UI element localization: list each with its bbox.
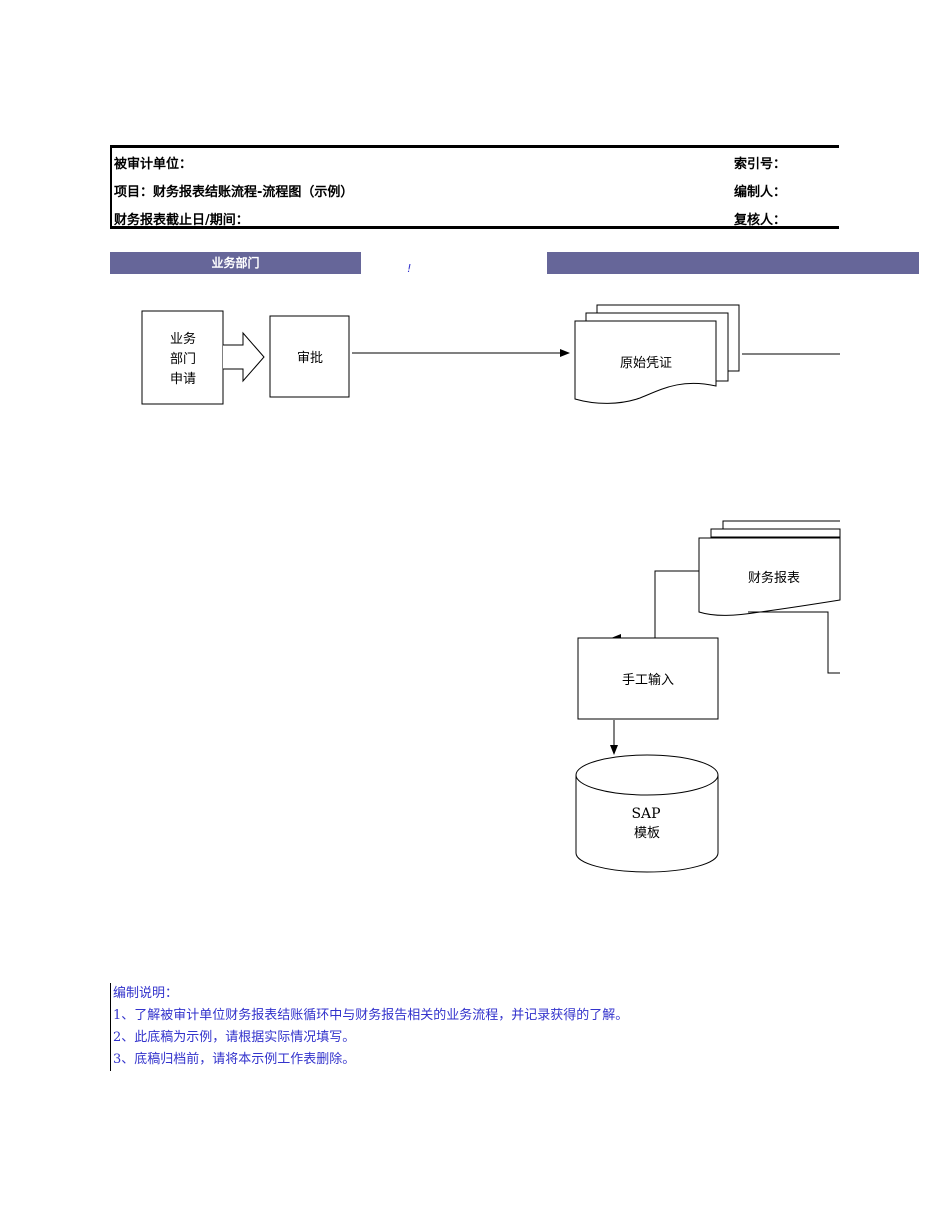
lane-finance-dept <box>547 252 919 274</box>
manual-input-label: 手工输入 <box>622 672 674 688</box>
sap-label-line2: 模板 <box>634 826 660 841</box>
flow-report-to-input <box>654 570 699 638</box>
lane-marker: ! <box>407 262 412 275</box>
period-label: 财务报表截止日/期间： <box>114 213 249 228</box>
dept-request-line1: 业务 <box>170 331 196 347</box>
original-voucher-node: 原始凭证 <box>574 304 740 404</box>
approve-label: 审批 <box>297 351 323 366</box>
preparer-label: 编制人： <box>734 185 787 200</box>
audited-unit-label: 被审计单位： <box>114 157 193 172</box>
notes-item-3: 3、底稿归档前，请将本示例工作表删除。 <box>113 1052 356 1067</box>
sap-database-icon: SAP 模板 <box>575 754 719 873</box>
manual-input-node: 手工输入 <box>577 637 719 720</box>
index-label: 索引号： <box>734 157 787 172</box>
project-label: 项目：财务报表结账流程-流程图（示例） <box>114 185 354 200</box>
financial-report-node: 财务报表 <box>698 520 841 616</box>
sap-label-line1: SAP <box>631 806 660 822</box>
approve-node: 审批 <box>269 315 350 398</box>
header-box: 被审计单位： 项目：财务报表结账流程-流程图（示例） 财务报表截止日/期间： 索… <box>110 145 839 229</box>
financial-report-label: 财务报表 <box>748 570 800 586</box>
dept-request-node: 业务 部门 申请 <box>141 310 224 405</box>
reviewer-label: 复核人： <box>734 213 787 228</box>
lane-business-dept: 业务部门 <box>110 252 361 274</box>
block-arrow-icon <box>223 331 265 383</box>
notes-item-1: 1、了解被审计单位财务报表结账循环中与财务报告相关的业务流程，并记录获得的了解。 <box>113 1008 629 1023</box>
dept-request-line3: 申请 <box>170 372 196 387</box>
preparation-notes: 编制说明： 1、了解被审计单位财务报表结账循环中与财务报告相关的业务流程，并记录… <box>110 983 628 1071</box>
dept-request-line2: 部门 <box>170 352 196 367</box>
original-voucher-label: 原始凭证 <box>620 356 672 371</box>
flow-report-out <box>748 611 840 674</box>
notes-title: 编制说明： <box>113 986 179 1001</box>
notes-item-2: 2、此底稿为示例，请根据实际情况填写。 <box>113 1030 356 1045</box>
